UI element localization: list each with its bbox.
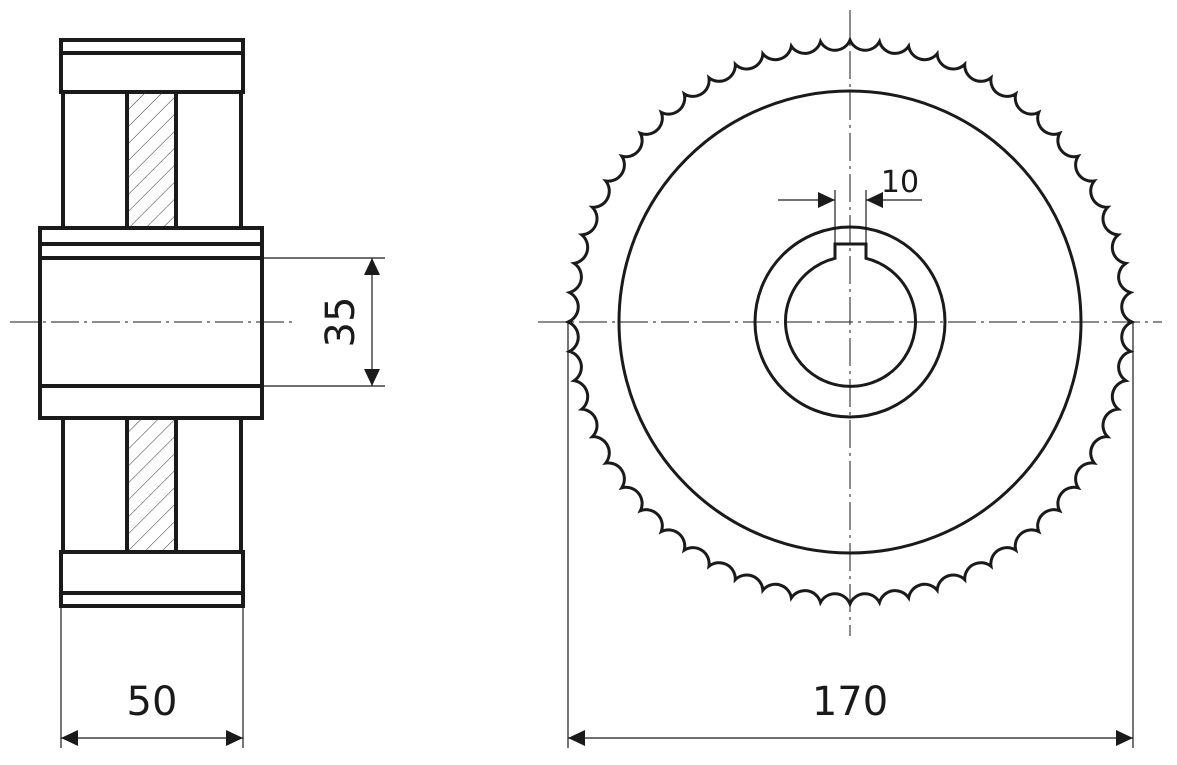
top-rim-section	[59, 51, 245, 94]
arrowhead	[364, 369, 380, 386]
top-hub-section	[38, 226, 264, 246]
arrowhead	[866, 192, 883, 208]
bore-with-keyway	[784, 242, 917, 388]
top-web-section	[127, 92, 176, 228]
width-label: 50	[127, 679, 178, 725]
arrowhead	[364, 258, 380, 275]
bottom-web-section	[127, 418, 176, 552]
bottom-rim-section	[59, 550, 245, 595]
arrowhead	[568, 730, 585, 746]
bottom-hub-section	[38, 384, 264, 420]
outer-diameter-label: 170	[812, 679, 888, 725]
keyway-width-label: 10	[881, 165, 919, 200]
arrowhead	[226, 730, 243, 746]
arrowhead	[818, 192, 835, 208]
arrowhead	[1116, 730, 1133, 746]
front-view: 10 170	[538, 10, 1162, 748]
bottom-rim-band	[59, 591, 245, 608]
bore-diameter-label: 35	[318, 297, 364, 348]
section-view: 35 50	[10, 38, 385, 748]
arrowhead	[61, 730, 78, 746]
